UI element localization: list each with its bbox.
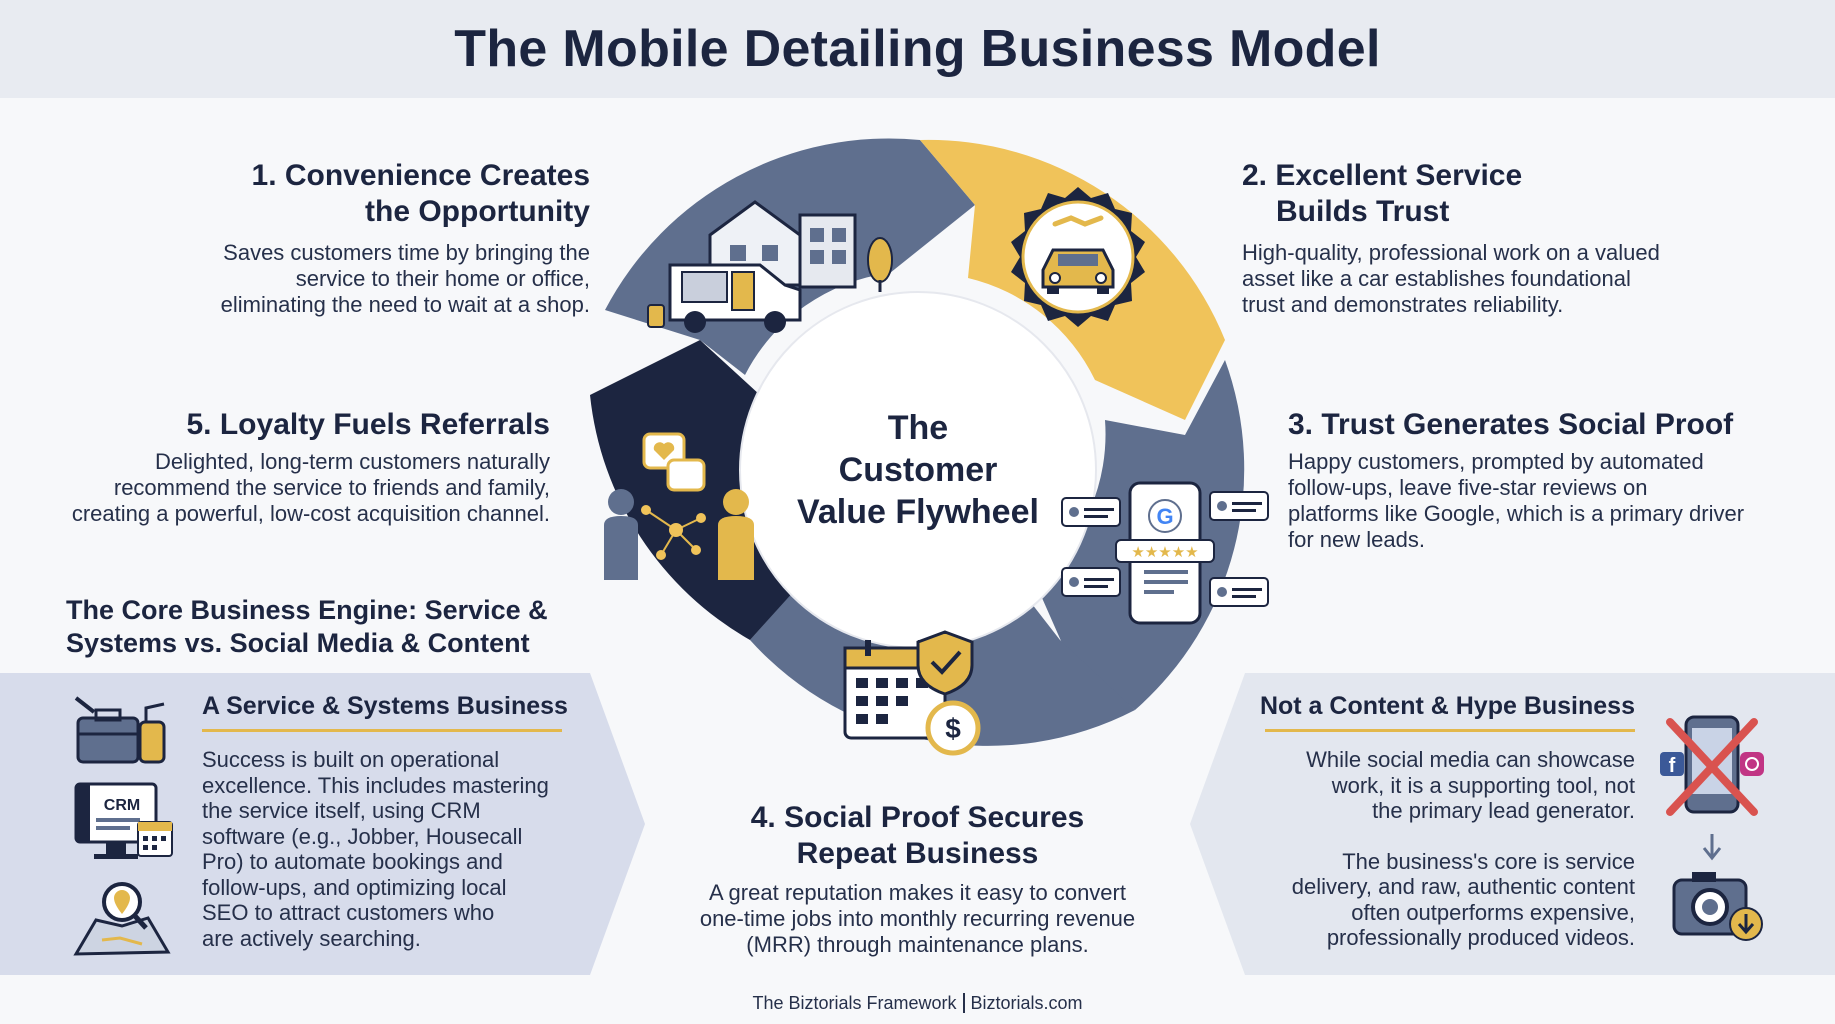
service-body-line-1: Success is built on operational [202,747,500,772]
step-5: 5. Loyalty Fuels Referrals Delighted, lo… [30,407,550,527]
step-5-body-1: Delighted, long-term customers naturally [155,449,550,474]
house-van-icon [647,200,893,333]
svg-text:★★★★★: ★★★★★ [1131,543,1198,561]
page-title: The Mobile Detailing Business Model [454,20,1381,78]
footer: The Biztorials Framework Biztorials.com [0,993,1835,1014]
service-body-line-7: SEO to attract customers who [202,900,495,925]
step-5-title-1: 5. Loyalty Fuels Referrals [186,408,551,441]
service-panel-body: Success is built on operational excellen… [202,747,582,951]
step-2: 2. Excellent Service Builds Trust High-q… [1242,158,1722,318]
toolbox-icon [74,696,166,764]
service-body-line-6: follow-ups, and optimizing local [202,874,507,900]
step-1-body-1: Saves customers time by bringing the [223,240,590,265]
map-pin-search-icon [73,882,171,956]
step-3-title-1: 3. Trust Generates Social Proof [1288,408,1734,441]
step-3-body-4: for new leads. [1288,527,1425,552]
service-panel: A Service & Systems Business [202,692,602,721]
content-panel-body: While social media can showcase work, it… [1230,747,1635,951]
footer-separator [962,993,965,1013]
service-body-line-5: Pro) to automate bookings and [202,849,503,874]
footer-site: Biztorials.com [970,993,1083,1013]
step-3-body-1: Happy customers, prompted by automated [1288,449,1704,474]
svg-text:G: G [1156,504,1173,529]
referral-network-people-icon [604,432,754,580]
step-1-body-3: eliminating the need to wait at a shop. [220,292,590,317]
step-3: 3. Trust Generates Social Proof Happy cu… [1288,407,1788,553]
step-4-body-1: A great reputation makes it easy to conv… [708,880,1126,905]
step-2-body-2: asset like a car establishes foundationa… [1242,266,1631,291]
crm-monitor-icon: CRM [74,782,173,859]
step-5-body-3: creating a powerful, low-cost acquisitio… [71,501,550,526]
content-panel-rule [1265,729,1635,732]
crm-label: CRM [104,797,140,814]
step-1-body-2: service to their home or office, [295,266,590,291]
content-para1-line-1: While social media can showcase [1306,747,1635,772]
step-2-title-1: 2. Excellent Service [1242,159,1523,192]
service-panel-title: A Service & Systems Business [202,692,568,720]
hub-line-2: Customer [838,451,998,489]
service-body-line-4: software (e.g., Jobber, Housecall [202,823,523,849]
header-bar: The Mobile Detailing Business Model [0,0,1835,98]
svg-text:f: f [1669,755,1676,777]
step-2-body-1: High-quality, professional work on a val… [1242,240,1660,265]
step-4-body-3: (MRR) through maintenance plans. [746,932,1089,957]
content-para2-line-4: professionally produced videos. [1326,925,1635,950]
content-panel: Not a Content & Hype Business [1240,692,1635,721]
content-para2-line-3: often outperforms expensive, [1351,899,1635,925]
arrow-down-icon [1702,834,1722,861]
footer-framework: The Biztorials Framework [752,993,957,1013]
phone-google-reviews-icon: G ★★★★★ [1061,481,1269,625]
core-engine-heading-2: Systems vs. Social Media & Content [66,628,530,658]
content-para2-line-1: The business's core is service [1342,848,1635,874]
step-4: 4. Social Proof Secures Repeat Business … [660,800,1175,958]
hub-line-1: The [887,409,949,447]
step-4-title-1: 4. Social Proof Secures [750,801,1085,834]
hub-label: The Customer Value Flywheel [778,330,1058,610]
handshake-car-badge-icon [1011,187,1145,327]
hub-line-3: Value Flywheel [797,493,1039,531]
service-body-line-3: the service itself, using CRM [202,798,481,823]
crossed-social-phone-icon: f [1660,715,1764,816]
content-para1-line-3: the primary lead generator. [1372,798,1635,823]
content-para1-line-2: work, it is a supporting tool, not [1331,772,1635,798]
step-2-title-2: Builds Trust [1276,195,1450,228]
step-4-body-2: one-time jobs into monthly recurring rev… [699,906,1136,931]
service-panel-rule [202,729,562,732]
step-1-title-2: the Opportunity [365,195,590,228]
step-3-body-2: follow-ups, leave five-star reviews on [1288,475,1648,500]
service-body-line-2: excellence. This includes mastering [202,772,549,798]
step-2-body-3: trust and demonstrates reliability. [1242,292,1564,317]
calendar-shield-money-icon: $ [843,630,981,756]
step-1-title-1: 1. Convenience Creates [251,159,590,192]
content-para2-line-2: delivery, and raw, authentic content [1291,874,1635,899]
step-5-body-2: recommend the service to friends and fam… [113,475,550,500]
service-body-line-8: are actively searching. [202,925,421,951]
svg-text:$: $ [945,713,961,744]
step-1: 1. Convenience Creates the Opportunity S… [180,158,590,318]
step-4-title-2: Repeat Business [796,837,1039,870]
camera-icon [1672,872,1763,941]
content-panel-title: Not a Content & Hype Business [1259,692,1635,720]
step-3-body-3: platforms like Google, which is a primar… [1288,501,1745,526]
core-engine-heading: The Core Business Engine: Service & Syst… [66,594,606,660]
core-engine-heading-1: The Core Business Engine: Service & [66,595,548,625]
